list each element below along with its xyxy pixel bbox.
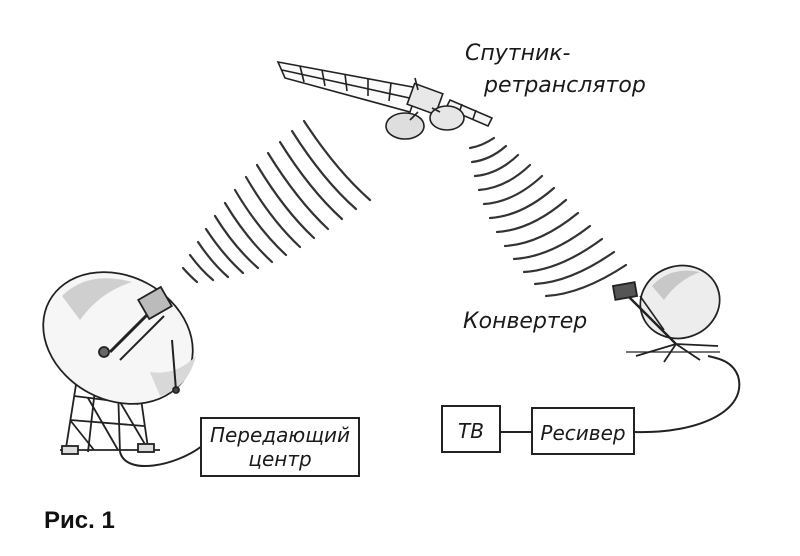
tv-box: [441, 405, 501, 453]
transmitting-dish-icon: [42, 271, 196, 455]
receiving-dish-reflector: [639, 264, 721, 340]
converter-label: Конвертер: [463, 309, 587, 334]
receiver-box: [531, 407, 635, 455]
cable-receiver-to-dish: [633, 355, 741, 434]
converter-lnb: [611, 281, 639, 301]
cables: [119, 355, 741, 467]
transmitting-center-box: [200, 417, 360, 477]
satellite-solar-panel-left: [276, 60, 420, 113]
transmitting-center-label-line2: центр: [248, 447, 311, 471]
receiver-label: Ресивер: [540, 421, 625, 445]
downlink-signal-waves: [468, 136, 628, 298]
receiving-dish-icon: [611, 264, 721, 363]
satellite-dish-left: [385, 112, 425, 140]
cable-transmitter: [119, 445, 203, 467]
satellite-body: [406, 82, 444, 116]
transmitting-center-label-line1: Передающий: [210, 423, 350, 447]
dish-feed-horn: [137, 285, 173, 321]
tv-label: ТВ: [458, 419, 484, 443]
uplink-signal-waves: [181, 119, 372, 284]
figure-caption: Рис. 1: [44, 507, 115, 534]
satellite-label-line1: Спутник-: [465, 41, 571, 66]
satellite-label-line2: ретранслятор: [483, 73, 646, 98]
dish-reflector: [42, 271, 194, 405]
satellite-icon: [276, 60, 494, 140]
